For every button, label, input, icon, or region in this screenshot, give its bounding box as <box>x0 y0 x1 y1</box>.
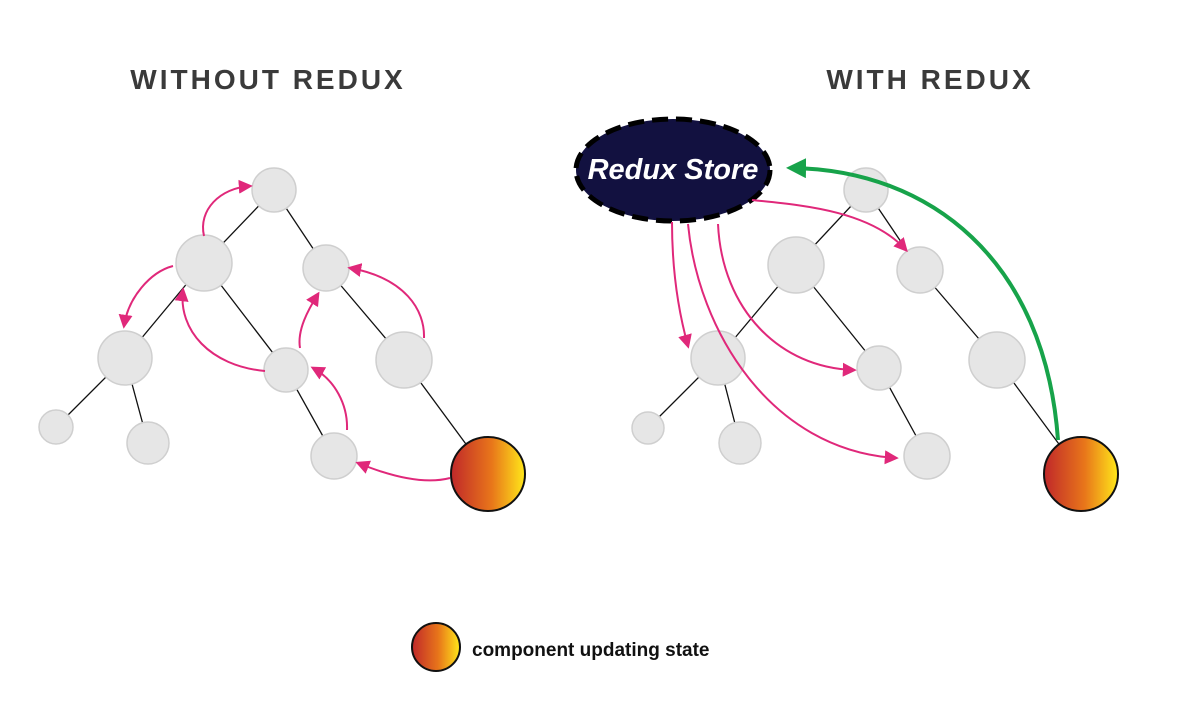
flow-arrow <box>355 460 451 482</box>
dispatch-to-store-arrow <box>786 158 1060 441</box>
component-node <box>375 331 433 389</box>
flow-arrow <box>298 291 320 349</box>
component-node <box>690 330 746 386</box>
flow-arrow <box>717 223 857 377</box>
flow-arrow <box>202 179 253 237</box>
flow-arrow <box>347 263 426 339</box>
component-node <box>968 331 1026 389</box>
component-node <box>843 167 889 213</box>
with-redux-title: WITH REDUX <box>826 64 1034 95</box>
component-node <box>310 432 358 480</box>
component-node <box>896 246 944 294</box>
component-node <box>97 330 153 386</box>
redux-store-label: Redux Store <box>587 154 759 186</box>
component-node <box>38 409 74 445</box>
component-node <box>856 345 902 391</box>
component-node <box>126 421 170 465</box>
state-updating-component <box>450 436 526 512</box>
component-node <box>302 244 350 292</box>
legend-swatch <box>411 622 461 672</box>
right-flow-arrows <box>671 199 908 465</box>
left-flow-arrows <box>118 179 451 482</box>
flow-arrow <box>174 287 266 372</box>
legend-label: component updating state <box>472 640 710 661</box>
component-node <box>251 167 297 213</box>
flow-arrow <box>751 199 908 253</box>
flow-arrow <box>118 265 174 329</box>
component-node <box>903 432 951 480</box>
without-redux-title: WITHOUT REDUX <box>130 64 406 95</box>
component-node <box>718 421 762 465</box>
redux-store <box>573 116 773 224</box>
legend <box>411 622 461 672</box>
flow-arrow <box>310 366 349 431</box>
state-updating-component <box>1043 436 1119 512</box>
component-node <box>175 234 233 292</box>
flow-arrow <box>671 221 692 349</box>
component-node <box>631 411 665 445</box>
right-tree <box>573 116 1119 512</box>
component-node <box>767 236 825 294</box>
flow-arrow <box>687 223 899 465</box>
component-node <box>263 347 309 393</box>
left-tree <box>38 167 526 512</box>
